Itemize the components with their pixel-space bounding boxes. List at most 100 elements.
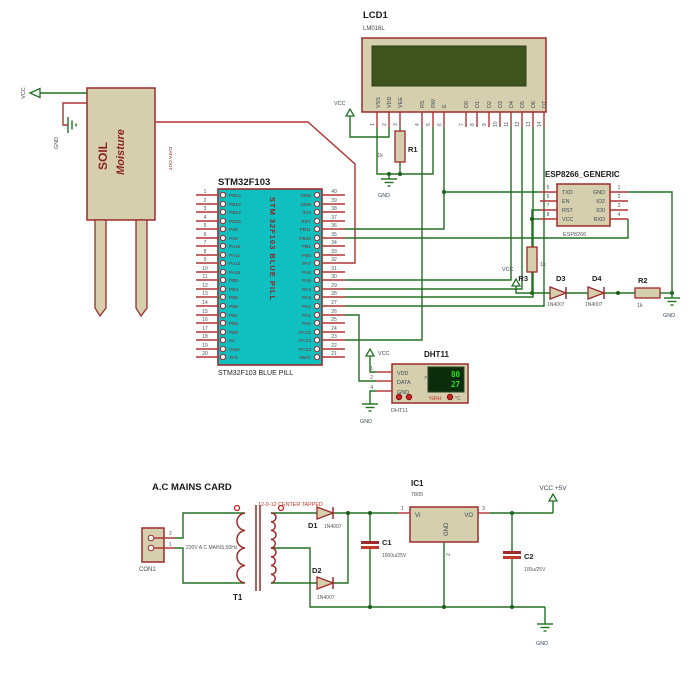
svg-text:GND: GND: [378, 193, 390, 199]
svg-text:1N4007: 1N4007: [547, 302, 565, 308]
dht-power-symbols: VCC GND: [360, 347, 389, 425]
ic1-regulator[interactable]: IC1 7805 VI VO GND 1 3 2: [398, 479, 490, 607]
svg-text:VCC: VCC: [562, 217, 573, 223]
svg-text:36: 36: [331, 223, 337, 229]
svg-text:RW: RW: [431, 98, 437, 108]
svg-text:2: 2: [370, 375, 373, 381]
svg-text:R3: R3: [518, 274, 528, 283]
svg-text:4: 4: [370, 385, 373, 391]
svg-text:PB4: PB4: [229, 287, 238, 293]
capacitor-c1[interactable]: C1 1000u/25V: [361, 513, 407, 607]
mains-label: 230V A.C MAINS,50Hz: [186, 545, 238, 551]
svg-text:PC15: PC15: [299, 330, 311, 336]
svg-text:20: 20: [202, 351, 208, 357]
soil-moisture-sensor[interactable]: SOIL Moisture DATA OUT: [86, 87, 173, 318]
svg-text:11: 11: [202, 274, 207, 280]
resistor-r2[interactable]: R2 1k: [634, 276, 661, 309]
svg-text:3: 3: [204, 206, 207, 212]
svg-text:D6: D6: [531, 101, 537, 108]
svg-text:GND: GND: [397, 390, 409, 396]
svg-text:PA15: PA15: [229, 270, 241, 276]
svg-text:5: 5: [547, 185, 550, 191]
diode-d3[interactable]: D3 1N4007: [547, 274, 568, 308]
svg-text:1000u/25V: 1000u/25V: [382, 553, 407, 559]
svg-text:12: 12: [202, 283, 208, 289]
transformer-t1[interactable]: T1: [233, 504, 285, 602]
dht11-sensor[interactable]: DHT11 DHT11 VDD DATA GND > 80 27 %RH °C …: [370, 350, 469, 414]
svg-text:33: 33: [331, 249, 337, 255]
svg-text:PA6: PA6: [302, 270, 311, 276]
capacitor-c2[interactable]: C2 100u/25V: [503, 513, 546, 607]
svg-text:GND: GND: [360, 419, 372, 425]
stm32-chip[interactable]: STM32F103 STM 32F103 BLUE PILL STM32F103…: [217, 177, 323, 377]
svg-text:3V3: 3V3: [302, 210, 311, 216]
svg-text:7805: 7805: [411, 492, 423, 498]
resistor-r3[interactable]: 1k R3: [518, 246, 546, 283]
svg-text:2: 2: [169, 531, 172, 537]
svg-text:31: 31: [331, 266, 337, 272]
svg-text:38: 38: [331, 206, 337, 212]
svg-text:PA10: PA10: [229, 244, 241, 250]
svg-text:D5: D5: [520, 101, 526, 108]
svg-text:9: 9: [482, 123, 488, 126]
svg-text:1: 1: [370, 366, 373, 372]
svg-text:GND: GND: [300, 202, 311, 208]
svg-text:D4: D4: [592, 274, 602, 283]
diode-d2[interactable]: D2 1N4007: [312, 566, 335, 601]
svg-text:5: 5: [426, 123, 432, 126]
svg-text:PA8: PA8: [229, 227, 238, 233]
svg-text:30: 30: [331, 274, 337, 280]
svg-text:14: 14: [202, 300, 208, 306]
svg-text:1k: 1k: [377, 153, 383, 159]
polarity-dot-icon: [233, 504, 241, 512]
svg-text:8: 8: [470, 123, 476, 126]
svg-text:C2: C2: [524, 552, 534, 561]
svg-text:39: 39: [331, 198, 337, 204]
resistor-r1[interactable]: R1 1k: [377, 130, 418, 163]
svg-text:VO: VO: [464, 513, 473, 519]
svg-text:4: 4: [204, 215, 207, 221]
svg-text:8: 8: [204, 249, 207, 255]
svg-text:RXD: RXD: [594, 217, 605, 223]
svg-text:3: 3: [482, 506, 485, 512]
svg-text:6: 6: [437, 123, 443, 126]
soil-gnd-symbol: GND: [54, 102, 87, 149]
svg-text:GND: GND: [536, 641, 548, 647]
svg-text:3: 3: [393, 123, 399, 126]
svg-text:IO2: IO2: [596, 199, 605, 205]
svg-text:TXD: TXD: [562, 190, 573, 196]
svg-text:17: 17: [202, 326, 208, 332]
svg-text:1N4007: 1N4007: [317, 595, 335, 601]
power-title: A.C MAINS CARD: [152, 482, 232, 493]
vcc-arrow-icon: [28, 87, 41, 99]
svg-text:11: 11: [504, 122, 510, 127]
svg-text:PB14: PB14: [229, 210, 241, 216]
svg-text:29: 29: [331, 283, 337, 289]
diode-d4[interactable]: D4 1N4007: [585, 274, 606, 308]
svg-text:PA9: PA9: [229, 236, 238, 242]
polarity-dot-icon: [277, 504, 285, 512]
svg-text:GND: GND: [444, 522, 450, 536]
svg-text:PB9: PB9: [229, 330, 238, 336]
svg-text:6: 6: [547, 194, 550, 200]
svg-text:GND: GND: [593, 190, 605, 196]
con1-connector[interactable]: CON1 2 1: [139, 527, 175, 573]
svg-text:10: 10: [202, 266, 208, 272]
diode-d1[interactable]: D1 1N4007: [308, 506, 342, 530]
vcc-arrow-icon: [344, 107, 356, 117]
svg-text:PA5: PA5: [302, 278, 311, 284]
svg-text:PA12: PA12: [229, 261, 241, 267]
svg-text:40: 40: [331, 189, 337, 195]
lcd-ref: LCD1: [363, 10, 389, 21]
lcd-display[interactable]: LCD1 LM016L VSS VDD VEE RS RW E D0 D1 D2…: [361, 10, 548, 113]
svg-text:D2: D2: [487, 101, 493, 108]
svg-text:PB15: PB15: [229, 219, 241, 225]
soil-subtitle: Moisture: [115, 129, 127, 175]
svg-text:24: 24: [331, 326, 337, 332]
esp-title: ESP8266_GENERIC: [545, 170, 620, 179]
lcd-screen: [371, 45, 527, 87]
dht-humidity-value: 80: [451, 370, 461, 379]
